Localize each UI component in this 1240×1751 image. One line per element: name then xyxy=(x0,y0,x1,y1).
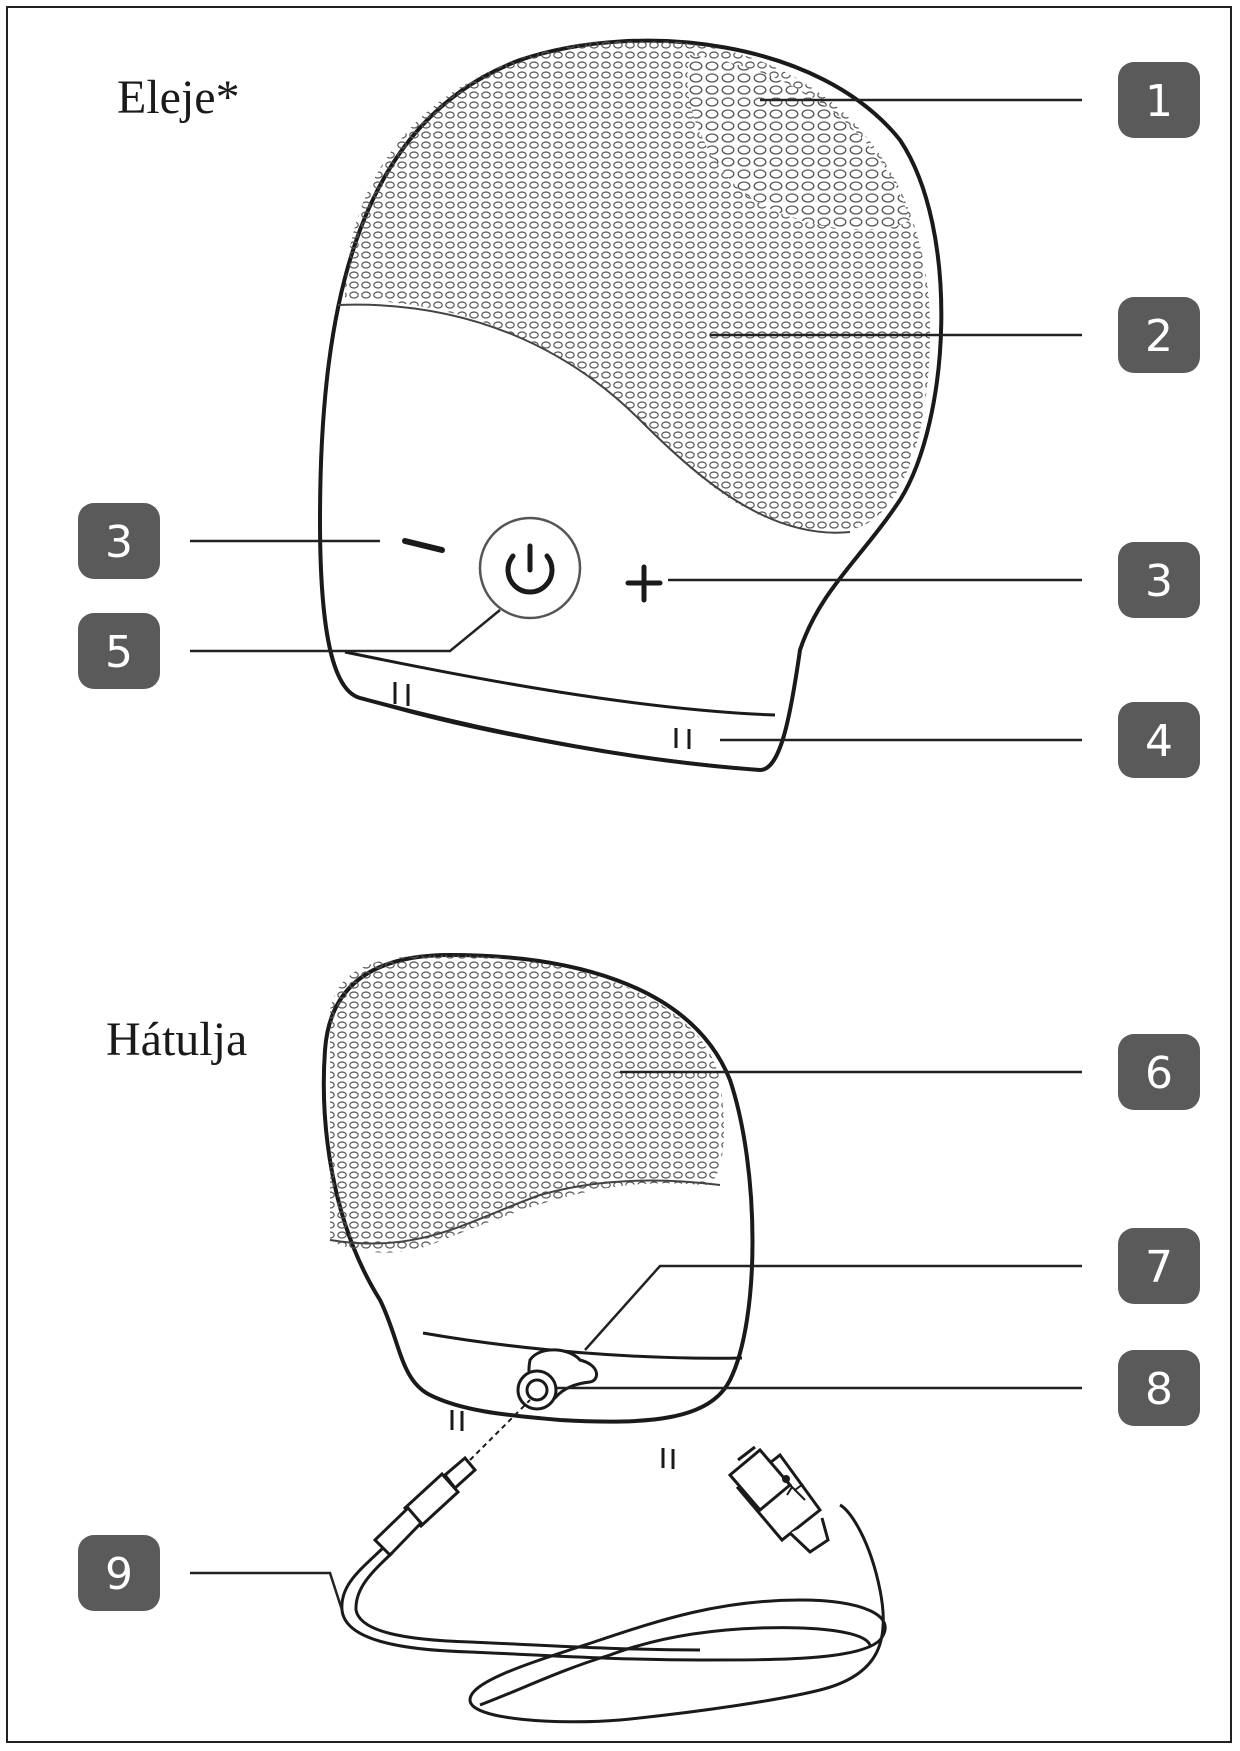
callout-3-right: 3 xyxy=(1118,542,1200,618)
callout-4-number: 4 xyxy=(1145,716,1173,767)
callout-2: 2 xyxy=(1118,297,1200,373)
callout-1-number: 1 xyxy=(1145,76,1173,127)
callout-9-number: 9 xyxy=(105,1549,133,1600)
charging-cable xyxy=(340,1445,887,1724)
front-base-band xyxy=(344,650,776,717)
back-device xyxy=(321,952,755,1469)
back-view-title: Hátulja xyxy=(106,1013,248,1066)
front-view-title: Eleje* xyxy=(117,71,240,124)
plus-button-icon xyxy=(625,564,663,603)
callout-9: 9 xyxy=(78,1535,160,1611)
callout-4: 4 xyxy=(1118,702,1200,778)
callout-8: 8 xyxy=(1118,1350,1200,1426)
callout-7: 7 xyxy=(1118,1228,1200,1304)
callout-8-number: 8 xyxy=(1145,1364,1173,1415)
callout-3-left: 3 xyxy=(78,503,160,579)
callout-7-number: 7 xyxy=(1145,1242,1173,1293)
back-grip-marks xyxy=(450,1410,675,1469)
front-grip-marks xyxy=(393,682,691,749)
callout-5: 5 xyxy=(78,613,160,689)
leader-lines xyxy=(190,98,1082,1611)
power-button-icon xyxy=(478,516,582,620)
callout-3-right-number: 3 xyxy=(1145,556,1173,607)
usb-icon xyxy=(782,1475,806,1501)
front-device xyxy=(317,38,944,773)
callout-3-left-number: 3 xyxy=(105,517,133,568)
callout-6-number: 6 xyxy=(1145,1048,1173,1099)
minus-button-icon xyxy=(402,538,445,553)
figure-frame xyxy=(6,6,1232,1743)
callout-6: 6 xyxy=(1118,1034,1200,1110)
callout-2-number: 2 xyxy=(1145,311,1173,362)
callout-5-number: 5 xyxy=(105,627,133,678)
charging-port-icon xyxy=(516,1369,558,1411)
callout-1: 1 xyxy=(1118,62,1200,138)
bristle-boundary xyxy=(337,303,851,534)
